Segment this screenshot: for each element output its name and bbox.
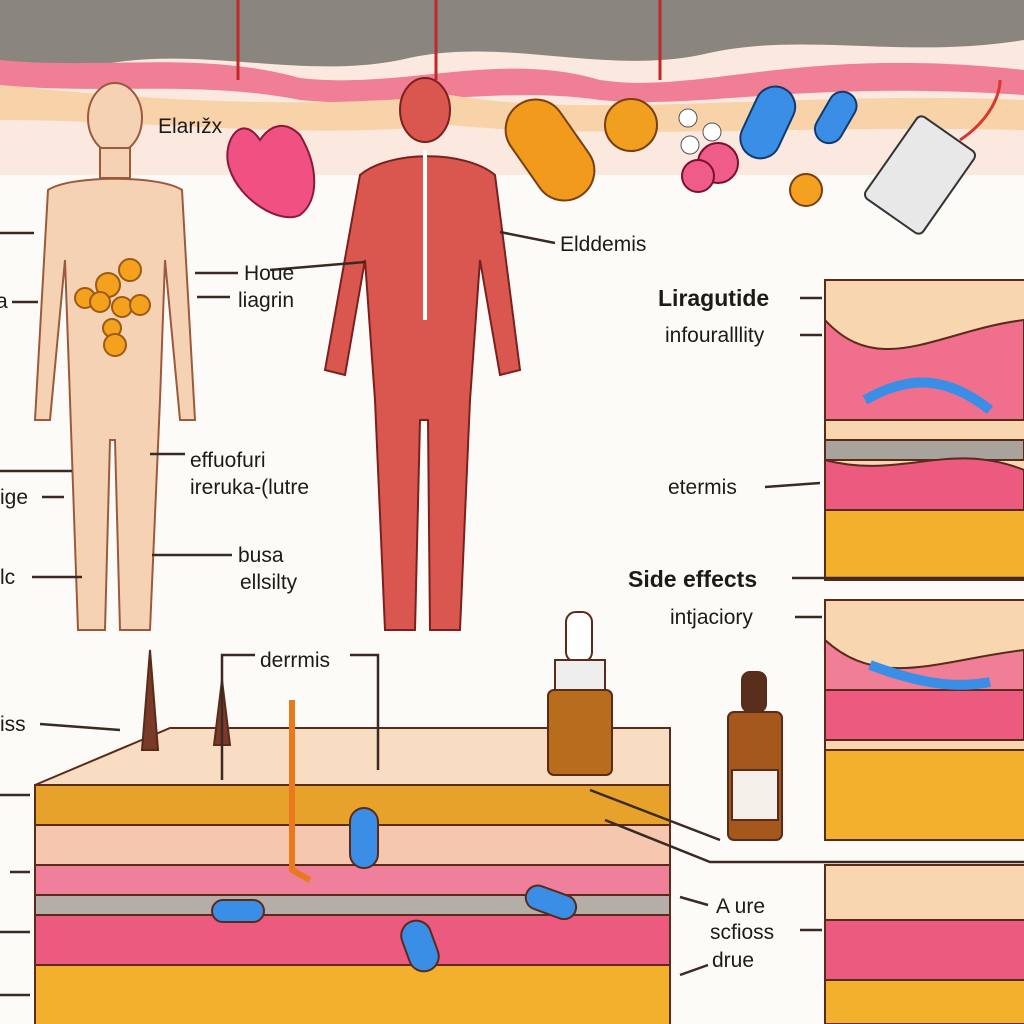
- label-busa: busa: [238, 544, 284, 567]
- muscle-figure: [323, 77, 522, 631]
- label-left-ige: ige: [0, 486, 29, 509]
- pills-group: [504, 79, 1002, 235]
- blue-capsule-icon: [739, 85, 797, 160]
- label-left-iss: iss: [0, 713, 26, 736]
- label-left-a: a: [0, 290, 8, 313]
- label-drue: drue: [712, 949, 755, 972]
- small-bottle-icon: [727, 671, 783, 841]
- dropper-bottle-icon: [547, 611, 613, 776]
- skin-panel-3: [824, 864, 1024, 1024]
- skin-panel-1: [824, 279, 1024, 581]
- label-liragutide: Liragutide: [658, 285, 770, 311]
- label-left-lc: lc: [0, 566, 16, 589]
- label-elarix: Elarıžx: [158, 115, 223, 138]
- label-ireruka: ireruka-(lutre: [190, 476, 310, 499]
- label-effuofuri: effuofuri: [190, 449, 266, 472]
- label-houe: Houe: [244, 262, 295, 285]
- human-body-figure: [33, 82, 197, 631]
- label-intjaciory: intjaciory: [670, 606, 753, 629]
- orange-capsule-icon: [504, 98, 596, 202]
- leader-lines: [0, 230, 1024, 997]
- label-liagrin: liagrin: [238, 289, 295, 312]
- injection-device-icon: [864, 115, 976, 235]
- label-infouralllity: infouralllity: [665, 324, 765, 347]
- label-side-effects: Side effects: [628, 566, 758, 592]
- label-a-ure: A ure: [716, 895, 766, 918]
- label-etermis: etermis: [668, 476, 737, 499]
- heart-icon: [226, 125, 316, 219]
- skin-cross-section: [34, 649, 671, 1024]
- label-derrmis: derrmis: [260, 649, 331, 672]
- label-scfioss: scfioss: [710, 921, 775, 944]
- label-elddemis: Elddemis: [560, 233, 647, 256]
- skin-panel-2: [824, 599, 1024, 841]
- label-ellsilty: ellsilty: [240, 571, 298, 594]
